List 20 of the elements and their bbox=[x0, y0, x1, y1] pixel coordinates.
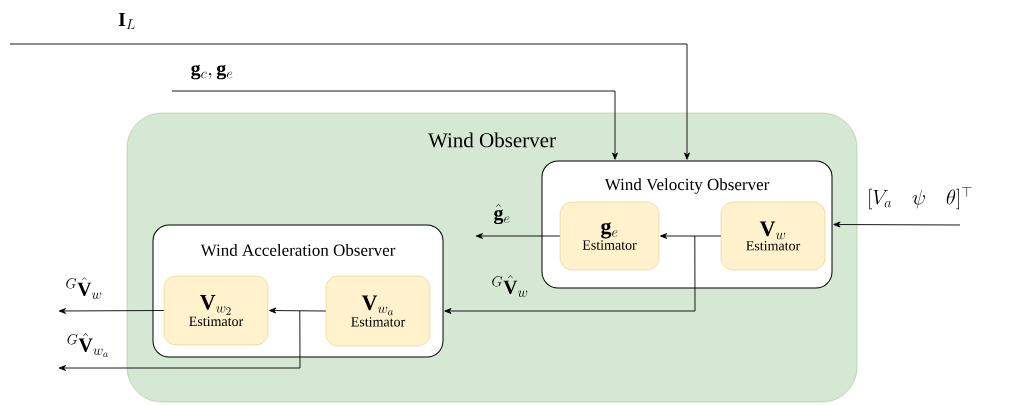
arrow bbox=[58, 310, 301, 371]
estimator-box: $\mathbf{V}_w$ Estimator bbox=[720, 201, 826, 271]
edge-label: $\mathbf{I}_L$ bbox=[118, 12, 135, 30]
arrow bbox=[9, 43, 690, 160]
arrow bbox=[833, 221, 961, 228]
edge-label: ${}^G\hat{\mathbf{V}}_w$ bbox=[66, 277, 102, 299]
arrow bbox=[171, 90, 618, 160]
edge-label: ${}^G\hat{\mathbf{V}}_{w_a}$ bbox=[67, 333, 108, 358]
arrow bbox=[58, 308, 165, 314]
arrow bbox=[444, 235, 696, 314]
arrow bbox=[660, 233, 722, 239]
edge-label: $\mathbf{g}_c, \mathbf{g}_e$ bbox=[191, 64, 233, 80]
estimator-box: $\mathbf{V}_{w_a}$ Estimator bbox=[325, 275, 431, 347]
estimator-box: $\mathbf{g}_e$ Estimator bbox=[559, 201, 660, 271]
edge-label: $[V_a \quad \psi \quad \theta]^\top$ bbox=[869, 187, 972, 210]
arrow bbox=[475, 233, 561, 239]
edge-label: ${}^G\hat{\mathbf{V}}_w$ bbox=[492, 275, 528, 297]
arrow bbox=[269, 307, 327, 314]
edge-label: $\hat{\mathbf{g}}_e$ bbox=[494, 203, 510, 225]
estimator-box: $\mathbf{V}_{w_2}$ Estimator bbox=[163, 275, 269, 346]
